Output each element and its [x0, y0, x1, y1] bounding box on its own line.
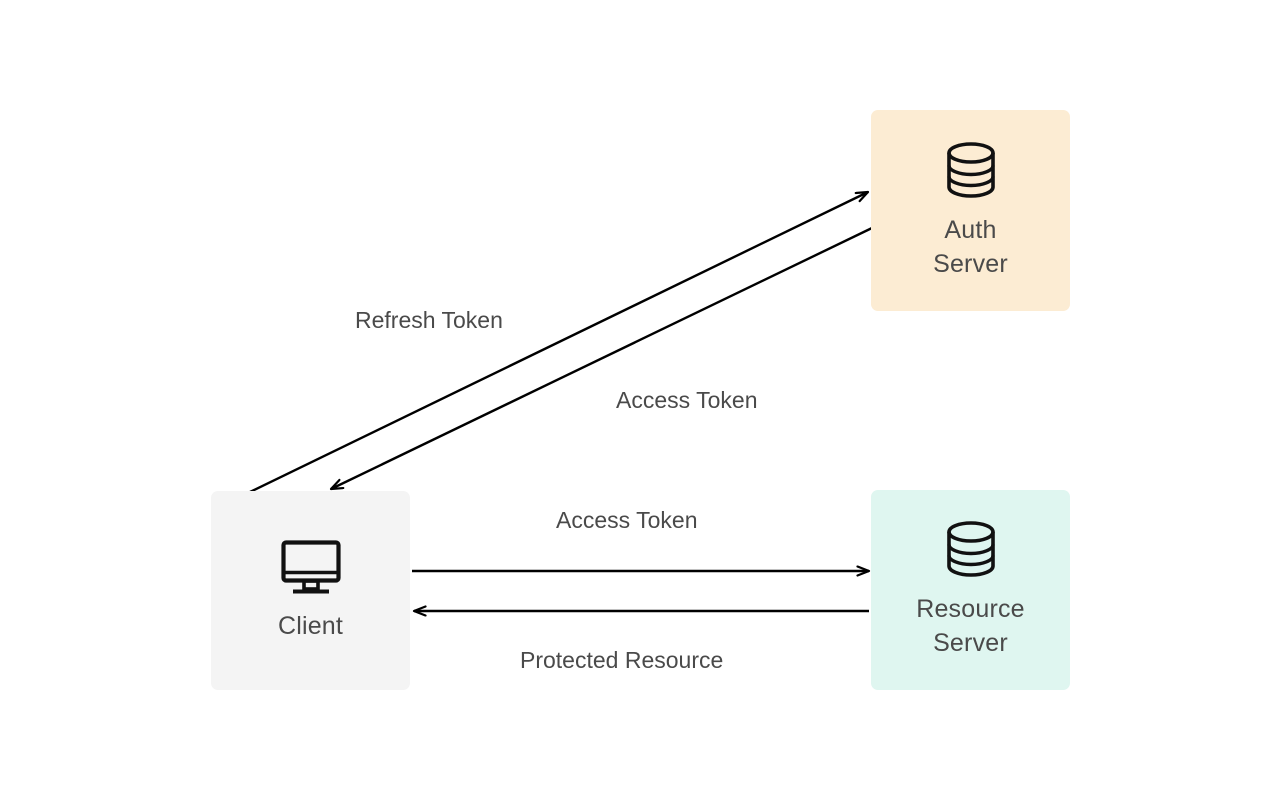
node-resource-server-label: Resource Server	[916, 595, 1025, 657]
edge-refresh-token	[249, 192, 868, 494]
edge-access-token-auth	[331, 226, 873, 489]
node-resource-server[interactable]: Resource Server	[871, 490, 1070, 690]
node-client-label: Client	[277, 611, 344, 640]
database-icon	[945, 141, 997, 199]
node-auth-server-label: Auth Server	[933, 215, 1008, 278]
edge-label-protected-resource: Protected Resource	[520, 647, 724, 673]
edge-label-refresh-token: Refresh Token	[355, 307, 503, 333]
monitor-icon	[280, 539, 342, 595]
edge-label-access-token-resource: Access Token	[556, 507, 698, 533]
edge-label-access-token-auth: Access Token	[616, 387, 758, 413]
node-auth-server[interactable]: Auth Server	[871, 110, 1070, 311]
database-icon	[945, 520, 997, 578]
node-client[interactable]: Client	[211, 491, 410, 690]
